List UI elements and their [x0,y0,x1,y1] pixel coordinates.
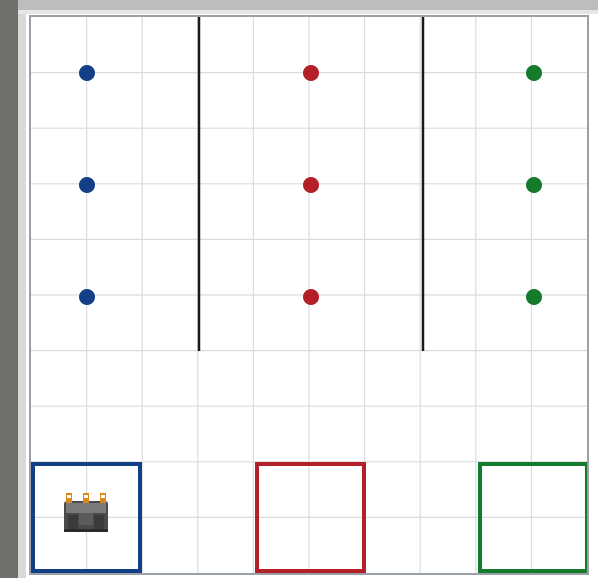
robot-icon[interactable] [64,493,108,532]
dot-blue[interactable] [79,65,95,81]
collectible-dots [79,65,542,305]
dot-blue[interactable] [79,177,95,193]
board-canvas [31,17,587,573]
top-frame-rail [18,0,598,10]
left-frame-rail [0,0,18,578]
dot-green[interactable] [526,65,542,81]
dot-red[interactable] [303,289,319,305]
top-frame-edge [18,10,598,14]
dot-green[interactable] [526,289,542,305]
robot[interactable] [64,493,108,532]
dot-red[interactable] [303,177,319,193]
dot-blue[interactable] [79,289,95,305]
left-frame-edge [18,0,26,578]
dot-red[interactable] [303,65,319,81]
dot-green[interactable] [526,177,542,193]
game-board[interactable] [29,15,589,575]
